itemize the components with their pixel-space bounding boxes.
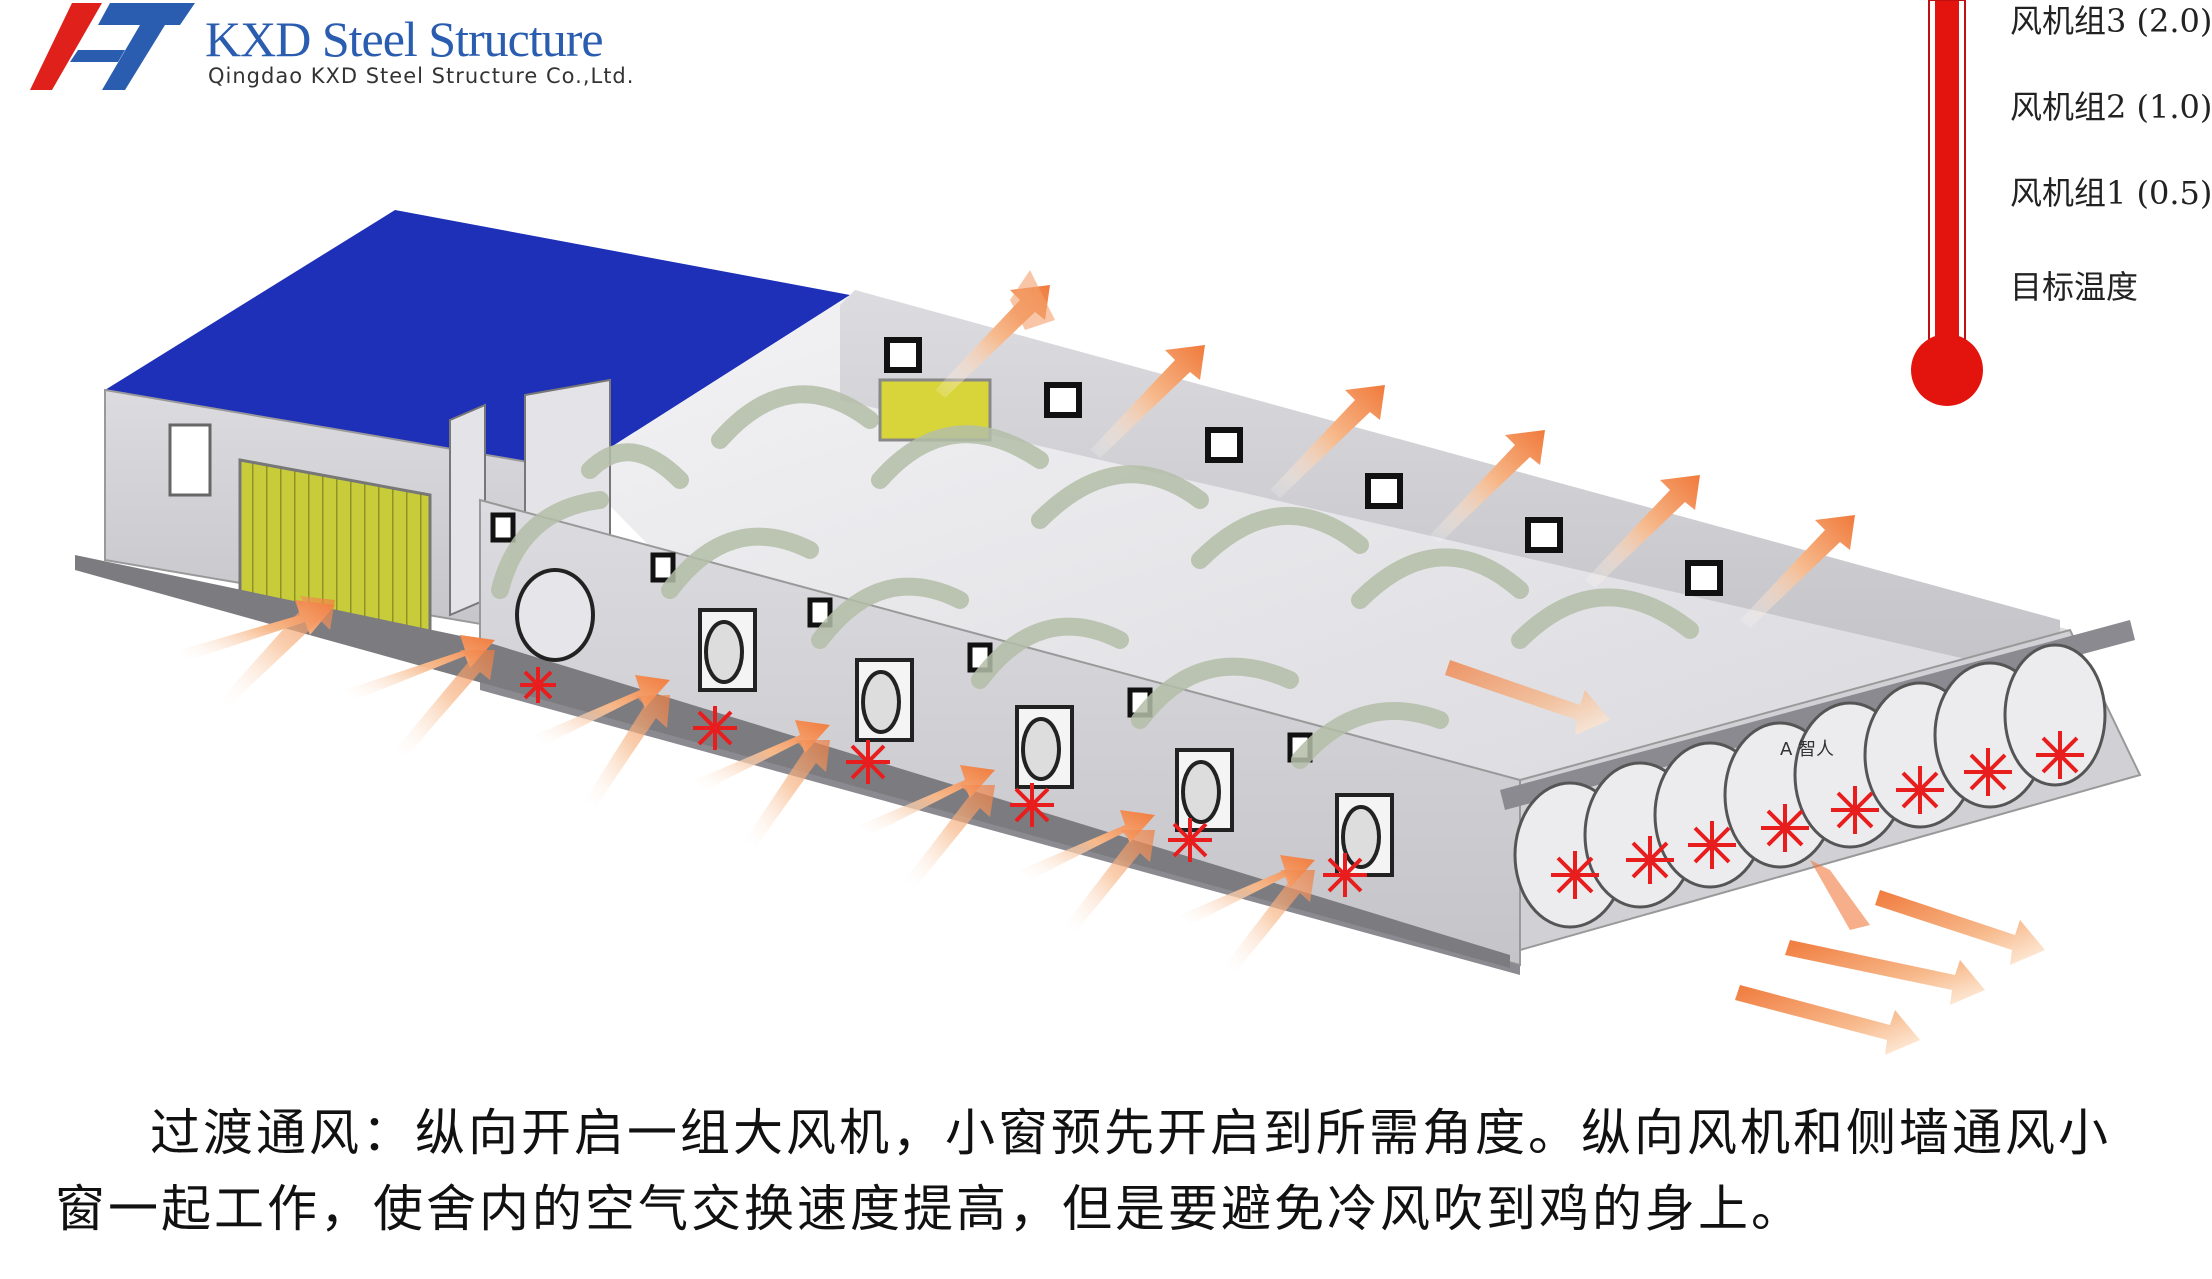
roof-inflow-arrows: [935, 270, 1855, 628]
logo-subtitle: Qingdao KXD Steel Structure Co.,Ltd.: [208, 64, 635, 88]
side-wall-fans: [515, 568, 1394, 877]
thermometer-label-target-temperature: 目标温度: [2010, 268, 2139, 306]
roof: [105, 210, 850, 470]
airflow-arcs: [491, 385, 1699, 769]
kxd-logo-icon: [30, 3, 195, 90]
thermometer-label-fan-group-1: 风机组1 (0.5): [2010, 174, 2212, 212]
back-wall-windows: [884, 337, 1723, 596]
outflow-arrows: [1445, 660, 2045, 1055]
company-logo: KXD Steel Structure Qingdao KXD Steel St…: [30, 0, 680, 100]
person-label: A 智人: [1780, 739, 1834, 760]
caption-text: 过渡通风：纵向开启一组大风机，小窗预先开启到所需角度。纵向风机和侧墙通风小窗一起…: [55, 1104, 2111, 1238]
end-window: [168, 423, 212, 497]
thermometer-label-fan-group-2: 风机组2 (1.0): [2010, 88, 2212, 126]
thermometer-label-fan-group-3: 风机组3 (2.0): [2010, 2, 2212, 40]
tunnel-fans: [1513, 643, 2107, 929]
thermometer: [1911, 0, 1983, 406]
fan-markers: [520, 667, 2084, 899]
logo-title: KXD Steel Structure: [205, 11, 604, 67]
inflow-arrows: [180, 596, 1315, 973]
back-wall: [840, 290, 2060, 660]
